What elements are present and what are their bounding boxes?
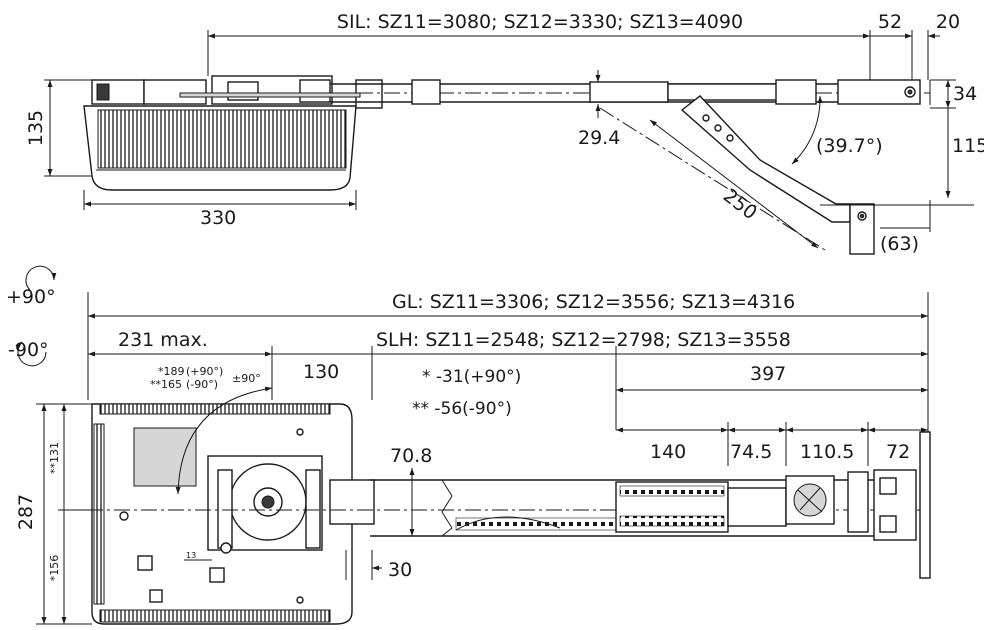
note-pm90: ±90° (232, 372, 261, 385)
note-star-1: * -31(+90°) (422, 367, 521, 387)
rotation-minus-90: -90° (8, 339, 49, 361)
dim-72: 72 (886, 441, 910, 463)
dim-287: 287 (15, 494, 37, 530)
dim-330: 330 (200, 207, 236, 229)
note-165: **165 (150, 378, 182, 391)
dim-29-4: 29.4 (578, 127, 620, 149)
dim-70-8: 70.8 (390, 445, 432, 467)
dim-20: 20 (936, 11, 960, 33)
dim-63: (63) (880, 233, 919, 255)
dim-74-5: 74.5 (730, 441, 772, 463)
dim-30: 30 (388, 559, 412, 581)
dim-140: 140 (650, 441, 686, 463)
note-star-2: ** -56(-90°) (412, 399, 512, 419)
dim-sil: SIL: SZ11=3080; SZ12=3330; SZ13=4090 (337, 11, 743, 33)
dim-397: 397 (750, 363, 786, 385)
note-189: *189 (158, 365, 185, 378)
note-165-angle: (-90°) (186, 378, 218, 391)
dim-52: 52 (878, 11, 902, 33)
dim-115: 115 (952, 135, 984, 157)
dim-135: 135 (25, 110, 47, 146)
dim-231: 231 max. (118, 329, 208, 351)
dim-angle: (39.7°) (816, 135, 883, 157)
dim-gl: GL: SZ11=3306; SZ12=3556; SZ13=4316 (392, 291, 795, 313)
dim-131: **131 (48, 442, 61, 474)
dim-110-5: 110.5 (800, 441, 854, 463)
dim-250: 250 (719, 185, 761, 225)
dim-156: *156 (48, 555, 61, 582)
note-189-angle: (+90°) (186, 365, 223, 378)
side-view: SIL: SZ11=3080; SZ12=3330; SZ13=4090 52 … (25, 11, 984, 255)
dim-13: 13 (186, 551, 196, 560)
dim-slh: SLH: SZ11=2548; SZ12=2798; SZ13=3558 (376, 329, 791, 351)
plan-view: +90° -90° GL: SZ11=3306; SZ12=3556; SZ13… (6, 265, 931, 625)
dim-130: 130 (303, 361, 339, 383)
rotation-plus-90: +90° (6, 286, 56, 308)
dim-34: 34 (953, 83, 977, 105)
